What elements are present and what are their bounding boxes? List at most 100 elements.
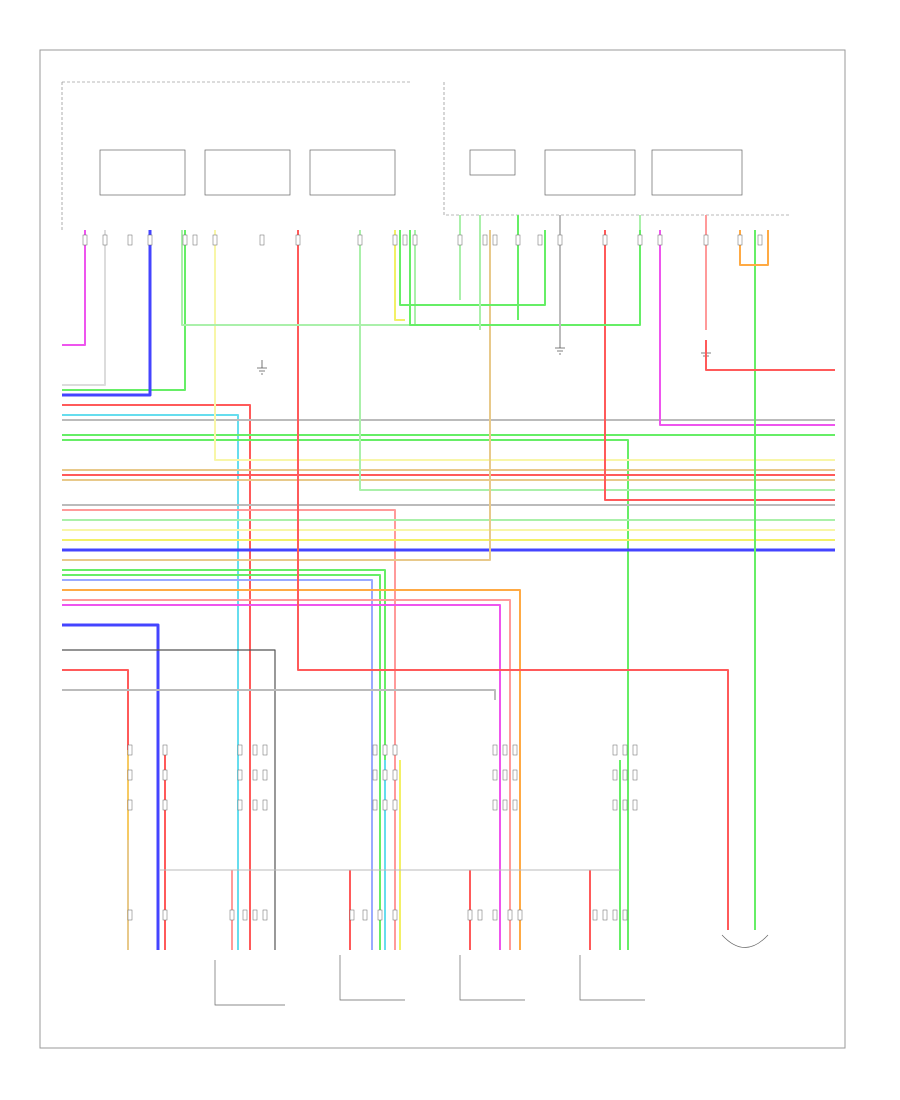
wire-blue-3 (62, 230, 152, 397)
connector-pin (295, 234, 301, 246)
connector-pin (512, 744, 518, 756)
connector-pin (237, 744, 243, 756)
connector-pin (492, 769, 498, 781)
connector-pin (622, 769, 628, 781)
connector-pin (492, 744, 498, 756)
connector-pin (592, 909, 598, 921)
connector-pin (632, 769, 638, 781)
wire-green-39 (409, 230, 641, 326)
connector-pin (252, 744, 258, 756)
connector-pin (602, 234, 608, 246)
connector-pin (377, 909, 383, 921)
connector-pin (372, 744, 378, 756)
connector-pin (392, 799, 398, 811)
connector-pin (392, 744, 398, 756)
connector-pin (492, 909, 498, 921)
wire-light_green-14 (359, 230, 835, 491)
wire-pink-27 (62, 599, 511, 950)
wire-green-38 (399, 230, 546, 306)
connector-pin (602, 909, 608, 921)
connector-pin (392, 909, 398, 921)
connector-pin (612, 909, 618, 921)
connector-pin (127, 769, 133, 781)
connector-pin (467, 909, 473, 921)
connector-pin (252, 769, 258, 781)
connector-pin (517, 909, 523, 921)
connector-pin (127, 234, 133, 246)
connector-pin (502, 769, 508, 781)
wire-yellow-40 (394, 230, 405, 321)
connector-pin (703, 234, 709, 246)
connector-pin (392, 234, 398, 246)
connector-pin (362, 909, 368, 921)
fuse-box-outline (61, 81, 790, 230)
connector-pin (657, 234, 663, 246)
connector-pin (515, 234, 521, 246)
connector-pin (757, 234, 763, 246)
connector-pin (537, 234, 543, 246)
connector-pin (127, 909, 133, 921)
wire-green-24 (62, 574, 381, 950)
connector-pin (412, 234, 418, 246)
connector-pin (237, 769, 243, 781)
wire-green-2 (62, 230, 186, 391)
connector-pin (632, 744, 638, 756)
connector-pin (622, 744, 628, 756)
connector-pin (492, 234, 498, 246)
wire-gray-32 (62, 689, 496, 700)
wire-magenta-28 (62, 604, 501, 950)
connector-pin (492, 799, 498, 811)
connector-pin (349, 909, 355, 921)
connector-pin (182, 234, 188, 246)
wire-orange-26 (62, 589, 521, 950)
wire-light_yellow-10 (214, 230, 835, 461)
connector-pin (507, 909, 513, 921)
connector-pin (147, 234, 153, 246)
connector-pin (502, 799, 508, 811)
wire-light_blue-25 (62, 579, 373, 950)
connector-pin (127, 799, 133, 811)
connector-pin (457, 234, 463, 246)
connector-pin (162, 799, 168, 811)
connector-pin (82, 234, 88, 246)
connector-pin (382, 744, 388, 756)
connector-pin (502, 744, 508, 756)
wire-red-35 (705, 340, 835, 371)
connector-pin (162, 744, 168, 756)
connector-pin (252, 909, 258, 921)
connector-pin (622, 909, 628, 921)
control-unit-outlines (214, 934, 769, 1006)
connector-pin (262, 909, 268, 921)
connector-pin (557, 234, 563, 246)
connector-pin (162, 769, 168, 781)
connector-pin (372, 769, 378, 781)
connector-pin (229, 909, 235, 921)
wire-white_wire-1 (62, 230, 106, 386)
connector-pin (127, 744, 133, 756)
connector-pin (512, 799, 518, 811)
wire-red-15 (604, 230, 835, 501)
wire-magenta-7 (659, 230, 835, 426)
connector-pin (102, 234, 108, 246)
wire-group (62, 215, 835, 950)
connector-pin (192, 234, 198, 246)
connector-pin (612, 744, 618, 756)
wire-green-9 (62, 439, 629, 950)
diagram-frame (39, 49, 846, 1049)
connector-pin (382, 769, 388, 781)
connector-pin (357, 234, 363, 246)
connector-pin (242, 909, 248, 921)
connector-pin (632, 799, 638, 811)
top-relays (99, 149, 743, 196)
connector-pin (637, 234, 643, 246)
connector-pin (262, 769, 268, 781)
connector-pin (612, 799, 618, 811)
wire-orange-36 (739, 230, 769, 266)
wire-magenta-0 (62, 230, 86, 346)
wire-red-4 (62, 404, 251, 950)
connector-pin (162, 909, 168, 921)
wire-black-30 (62, 649, 276, 950)
connector-pin (237, 799, 243, 811)
connector-group (82, 234, 763, 921)
